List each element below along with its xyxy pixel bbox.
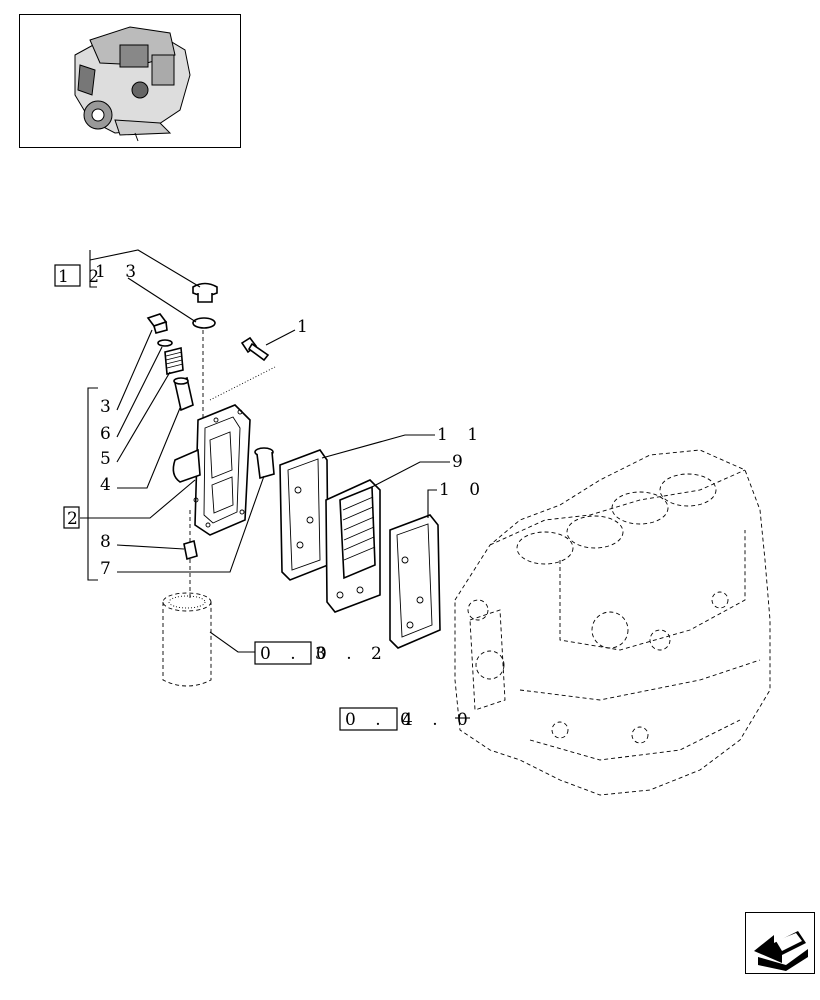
filter-ref-rest: 0 . 2 (316, 644, 389, 664)
callout-2: 2 (67, 509, 85, 529)
engine-thumbnail-icon (74, 26, 191, 142)
engine-block (454, 449, 771, 796)
callout-5: 5 (100, 449, 118, 469)
housing-2 (172, 404, 251, 536)
washer-13 (192, 317, 216, 329)
o-ring-6 (157, 339, 173, 347)
filter-ref-boxed[interactable]: 0 . 3 (260, 644, 333, 664)
callout-8: 8 (100, 532, 118, 552)
plug-3 (146, 313, 168, 334)
block-ref-rest: 4 . 0 (402, 710, 475, 730)
next-page-arrow-icon (754, 931, 808, 971)
callout-11: 1 1 (437, 425, 485, 445)
valve-4 (173, 376, 194, 412)
cooler-core-9 (325, 479, 381, 613)
leader-lines (80, 249, 470, 719)
block-ref-boxed[interactable]: 0 . 0 (345, 710, 418, 730)
callout-3: 3 (100, 397, 118, 417)
callout-10: 1 0 (439, 480, 487, 500)
block-ref-box (339, 707, 398, 731)
oil-filter (162, 592, 212, 687)
tube-7 (254, 447, 275, 480)
plug-12 (192, 282, 218, 303)
callout-box-2 (63, 506, 80, 529)
callout-6: 6 (100, 424, 118, 444)
gasket-10 (389, 514, 441, 649)
callout-7: 7 (100, 559, 118, 579)
callout-13: 1 3 (95, 262, 143, 282)
spring-5 (164, 346, 184, 376)
gasket-11 (279, 449, 329, 581)
callout-1: 1 (297, 317, 315, 337)
bolt-1 (240, 336, 270, 362)
filter-ref-box (254, 641, 312, 665)
callout-4: 4 (100, 475, 118, 495)
fitting-8 (183, 539, 198, 561)
callout-9: 9 (452, 452, 470, 472)
engine-thumbnail[interactable] (19, 14, 241, 148)
next-page-button[interactable] (745, 912, 815, 974)
callout-12: 1 2 (58, 267, 106, 287)
callout-box-12 (54, 264, 81, 287)
